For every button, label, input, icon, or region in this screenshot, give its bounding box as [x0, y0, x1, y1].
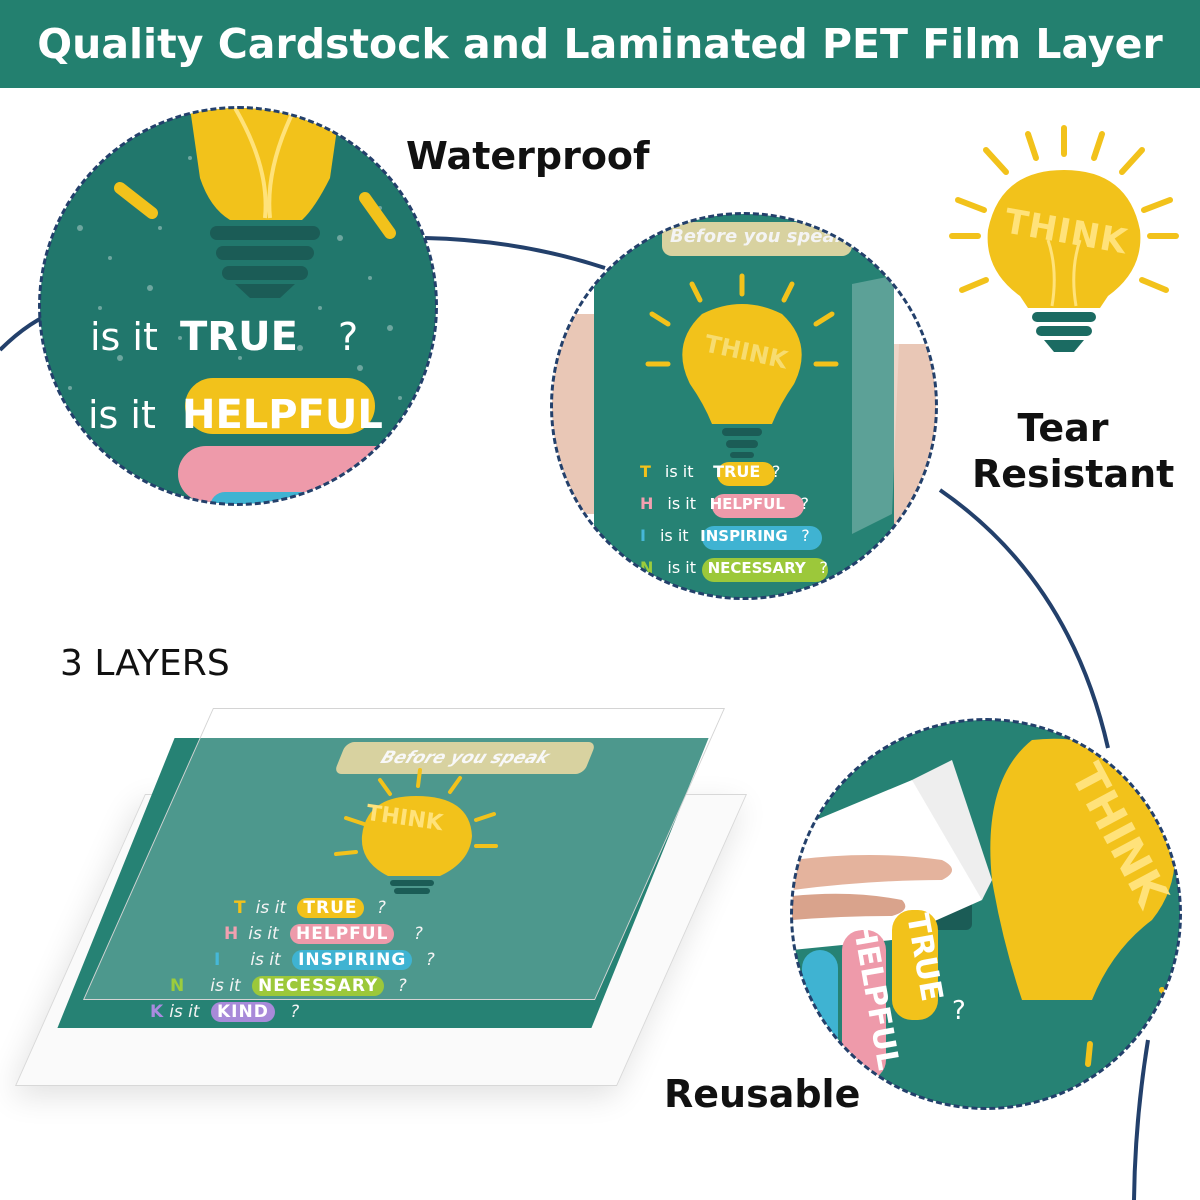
- waterproof-suffix1: ?: [337, 315, 359, 359]
- waterproof-row1: is it TRUE ?: [90, 314, 358, 360]
- waterproof-detail-circle: is it TRUE ? is it HELPFUL: [40, 108, 436, 504]
- reusable-label: Reusable: [664, 1072, 861, 1116]
- banner-title: Quality Cardstock and Laminated PET Film…: [37, 20, 1163, 68]
- waterproof-label: Waterproof: [406, 134, 650, 178]
- reusable-suffix: ?: [952, 996, 966, 1026]
- waterproof-word2: HELPFUL: [182, 392, 383, 438]
- tear-poster-art: [552, 214, 936, 598]
- reusable-detail-circle: THINK TRUE HELPFUL ?: [792, 720, 1180, 1108]
- lightbulb-drawing: [949, 125, 1179, 352]
- waterproof-row2: is it HELPFUL: [88, 392, 383, 438]
- poster-bulb: [334, 768, 498, 894]
- water-droplets: [68, 108, 428, 504]
- header-banner: Quality Cardstock and Laminated PET Film…: [0, 0, 1200, 88]
- tear-header: Before you speak: [670, 226, 847, 247]
- tear-label-line2: Resistant: [972, 451, 1175, 496]
- waterproof-word1: TRUE: [180, 314, 298, 360]
- reusable-art: [792, 738, 1179, 1080]
- tear-resistant-label: Tear Resistant: [972, 406, 1174, 497]
- waterproof-prefix2: is it: [88, 393, 156, 437]
- waterproof-prefix1: is it: [90, 315, 158, 359]
- layers-label: 3 LAYERS: [60, 643, 230, 684]
- lightbulb-icon: THINK: [948, 120, 1180, 360]
- tear-label-line1: Tear: [1017, 406, 1109, 450]
